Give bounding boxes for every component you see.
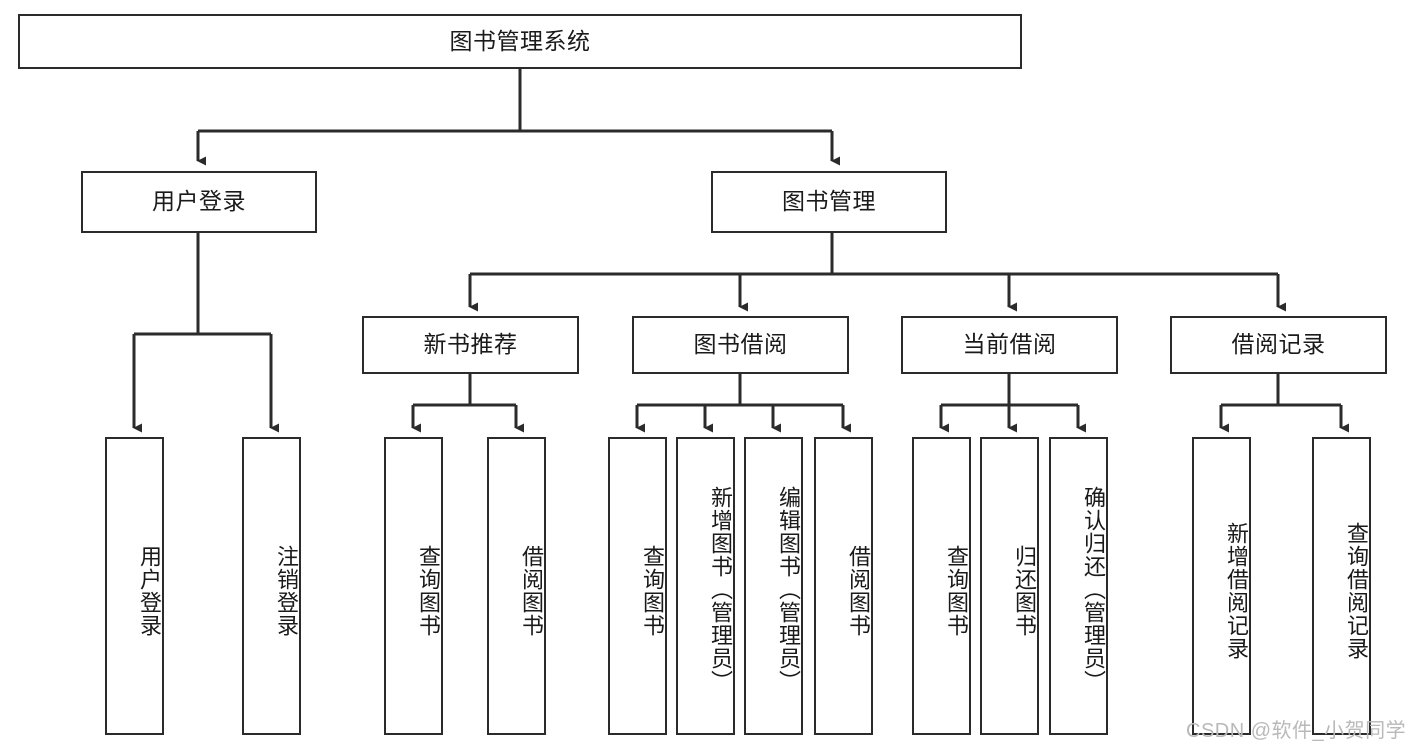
node-book-management[interactable]: 图书管理: [711, 171, 947, 233]
node-user-login[interactable]: 用户登录: [81, 171, 317, 233]
leaf-borrow-add-book-admin[interactable]: 新增图书（管理员）: [676, 437, 735, 735]
leaf-record-add-borrow-record[interactable]: 新增借阅记录: [1192, 437, 1251, 735]
node-book-borrowing[interactable]: 图书借阅: [632, 316, 849, 374]
leaf-borrow-edit-book-admin[interactable]: 编辑图书（管理员）: [744, 437, 803, 735]
node-current-borrowing[interactable]: 当前借阅: [901, 316, 1118, 374]
leaf-user-login-signin[interactable]: 用户登录: [105, 437, 164, 735]
leaf-current-return-books[interactable]: 归还图书: [980, 437, 1039, 735]
node-root-library-management-system[interactable]: 图书管理系统: [18, 14, 1022, 69]
leaf-record-query-borrow-record[interactable]: 查询借阅记录: [1312, 437, 1371, 735]
leaf-current-query-books[interactable]: 查询图书: [912, 437, 971, 735]
leaf-current-confirm-return-admin[interactable]: 确认归还（管理员）: [1049, 437, 1108, 735]
node-new-book-recommendation[interactable]: 新书推荐: [362, 316, 579, 374]
leaf-user-login-signout[interactable]: 注销登录: [242, 437, 301, 735]
node-borrow-records[interactable]: 借阅记录: [1170, 316, 1387, 374]
watermark: CSDN @软件_小贺同学: [1186, 720, 1405, 742]
leaf-borrow-borrow-books[interactable]: 借阅图书: [814, 437, 873, 735]
leaf-new-book-borrow-books[interactable]: 借阅图书: [487, 437, 546, 735]
leaf-new-book-query-books[interactable]: 查询图书: [384, 437, 443, 735]
leaf-borrow-query-books[interactable]: 查询图书: [608, 437, 667, 735]
